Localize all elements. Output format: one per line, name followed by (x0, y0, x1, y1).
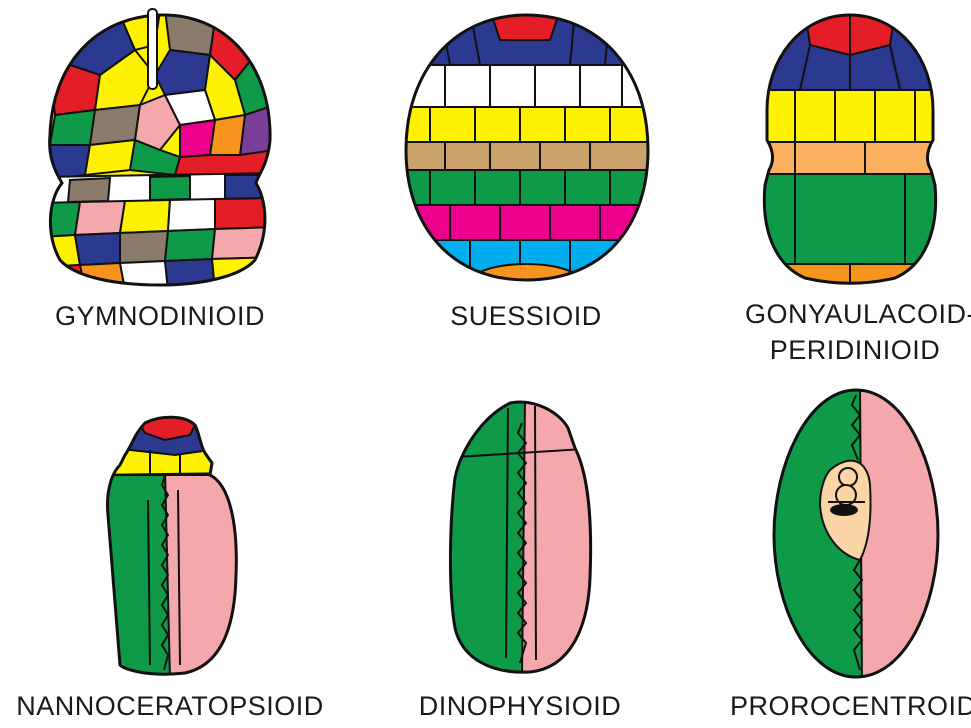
label-nannoceratopsioid: NANNOCERATOPSIOID (0, 690, 340, 722)
nannoceratopsioid-figure (90, 415, 245, 680)
label-gymnodinioid: GYMNODINIOID (40, 300, 280, 332)
gonyaulacoid-peridinioid-figure (755, 10, 945, 285)
label-prorocentroid: PROROCENTROID (730, 690, 970, 722)
dinophysioid-figure (440, 398, 600, 678)
prorocentroid-figure (770, 385, 942, 685)
label-suessioid: SUESSIOID (400, 300, 652, 332)
label-gonyaulacoid-line2: PERIDINIOID (745, 334, 965, 366)
label-gonyaulacoid-line1: GONYAULACOID- (745, 298, 965, 330)
suessioid-figure (400, 10, 652, 282)
label-dinophysioid: DINOPHYSIOID (400, 690, 640, 722)
gymnodinioid-figure (40, 5, 280, 290)
